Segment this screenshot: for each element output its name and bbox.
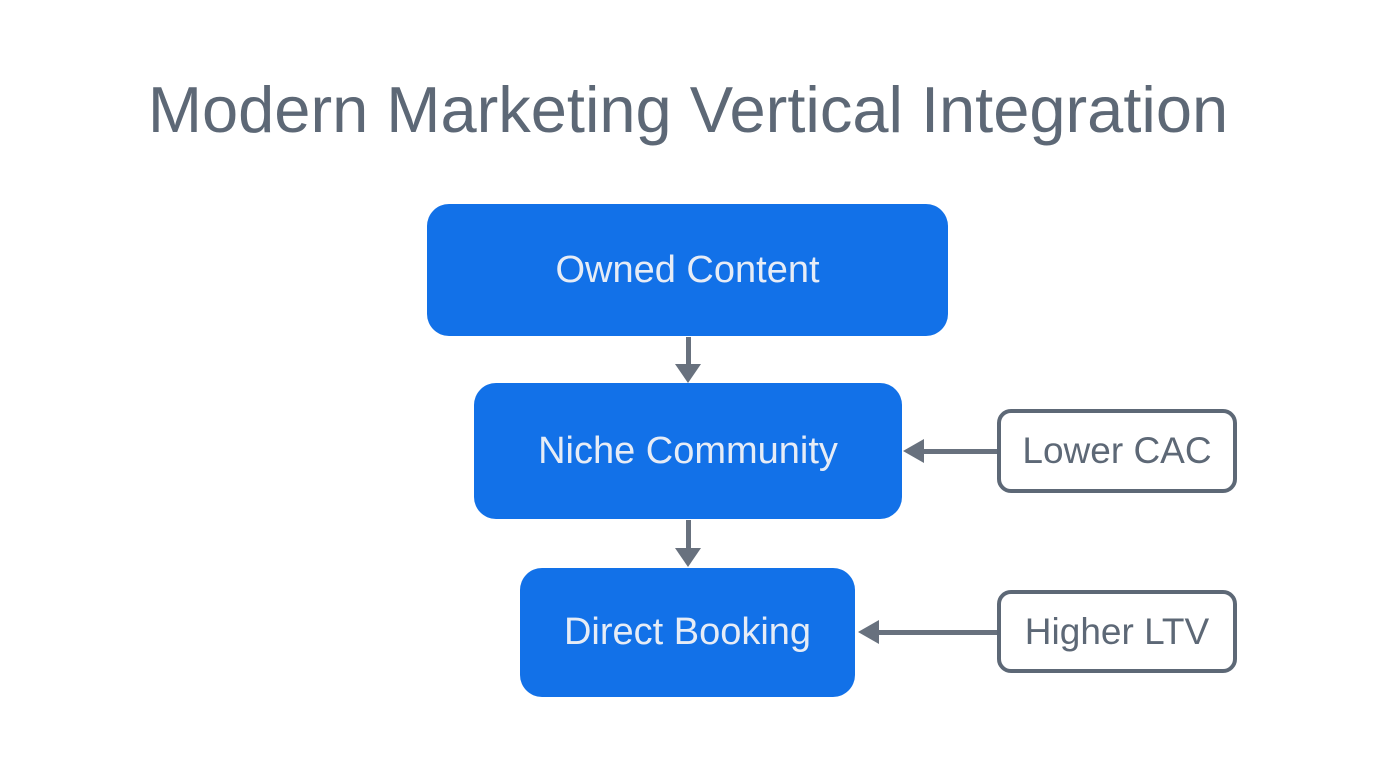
flow-node-label: Niche Community [538, 429, 838, 472]
flow-node-label: Direct Booking [563, 611, 812, 653]
arrow-stem [876, 629, 997, 635]
flow-node-owned-content: Owned Content [427, 204, 948, 336]
arrow-head [858, 620, 879, 644]
flow-node-label: Owned Content [555, 248, 820, 291]
arrow-down-icon [675, 520, 701, 567]
annotation-label: Higher LTV [1024, 610, 1210, 652]
arrow-stem [921, 448, 997, 454]
arrow-stem [685, 337, 691, 365]
annotation-lower-cac: Lower CAC [997, 409, 1237, 493]
annotation-label: Lower CAC [1022, 430, 1212, 471]
arrow-head [675, 548, 701, 567]
arrow-head [903, 439, 924, 463]
arrow-left-icon [858, 620, 997, 644]
arrow-down-icon [675, 337, 701, 383]
arrow-left-icon [903, 439, 997, 463]
annotation-higher-ltv: Higher LTV [997, 590, 1237, 673]
flow-node-direct-booking: Direct Booking [520, 568, 855, 697]
flow-node-niche-community: Niche Community [474, 383, 902, 519]
arrow-head [675, 364, 701, 383]
diagram-title: Modern Marketing Vertical Integration [147, 73, 1229, 146]
arrow-stem [685, 520, 691, 549]
